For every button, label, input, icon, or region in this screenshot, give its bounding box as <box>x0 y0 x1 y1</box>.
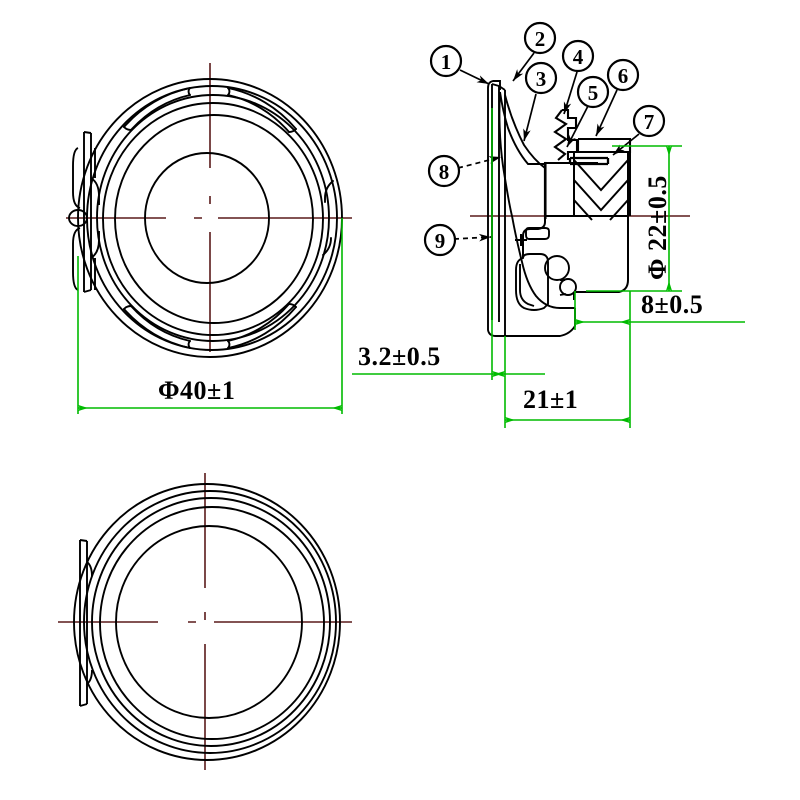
section-view-cone <box>498 91 546 217</box>
callout-3-circle <box>524 61 558 95</box>
dim-diameter-40: Φ40±1 <box>77 218 343 414</box>
callout-9-circle <box>423 223 457 257</box>
callout-1[interactable]: 1 <box>429 44 463 78</box>
section-view-polarity-mark <box>515 234 527 246</box>
rear-view-terminal-tab <box>79 539 93 707</box>
callout-8[interactable]: 8 <box>427 154 461 188</box>
callout-group: 1 2 3 4 5 6 7 8 <box>423 21 666 257</box>
dim-depth-3p2: 3.2±0.5 <box>352 108 545 380</box>
callout-5-circle <box>576 75 610 109</box>
callout-9[interactable]: 9 <box>423 223 457 257</box>
section-view-yoke <box>522 152 631 300</box>
front-view-surround <box>114 114 314 324</box>
front-view-right-hooks <box>322 180 334 256</box>
front-view <box>66 63 352 358</box>
callout-8-label: 8 <box>439 160 450 184</box>
callout-2-label: 2 <box>535 27 546 51</box>
callout-6[interactable]: 6 <box>606 58 640 92</box>
rear-view-centerlines <box>58 473 352 770</box>
rear-view-magnet-circle <box>115 525 303 719</box>
callout-6-label: 6 <box>618 64 629 88</box>
callout-1-label: 1 <box>441 50 452 74</box>
front-view-centerlines <box>66 63 352 352</box>
dim-depth-21-text: 21±1 <box>523 385 578 414</box>
callout-7-circle <box>632 104 666 138</box>
callout-3-label: 3 <box>536 67 547 91</box>
callout-5[interactable]: 5 <box>576 75 610 109</box>
callout-leaders <box>453 52 640 242</box>
section-view-magnet <box>573 153 629 221</box>
callout-2[interactable]: 2 <box>523 21 557 55</box>
callout-7-label: 7 <box>644 110 655 134</box>
front-view-frame-slots <box>123 87 297 349</box>
callout-2-circle <box>523 21 557 55</box>
callout-5-label: 5 <box>588 81 599 105</box>
callout-1-circle <box>429 44 463 78</box>
front-view-dust-cap <box>144 152 270 284</box>
callout-4-circle <box>561 39 595 73</box>
callout-9-label: 9 <box>435 229 446 253</box>
dim-diameter-22: Φ 22±0.5 <box>586 145 682 292</box>
dim-diameter-22-text: Φ 22±0.5 <box>643 175 672 280</box>
callout-6-circle <box>606 58 640 92</box>
callout-3[interactable]: 3 <box>524 61 558 95</box>
callout-8-circle <box>427 154 461 188</box>
dim-depth-21: 21±1 <box>504 330 631 428</box>
dim-depth-3p2-text: 3.2±0.5 <box>358 342 441 371</box>
callout-4[interactable]: 4 <box>561 39 595 73</box>
front-view-terminal-tab <box>68 131 100 293</box>
dim-magnet-8-text: 8±0.5 <box>641 290 703 319</box>
dim-magnet-8: 8±0.5 <box>574 290 745 330</box>
rear-view <box>58 473 352 770</box>
rear-view-frame-rings <box>73 483 341 761</box>
callout-7[interactable]: 7 <box>632 104 666 138</box>
callout-4-label: 4 <box>573 45 584 69</box>
dim-diameter-40-text: Φ40±1 <box>158 376 235 405</box>
